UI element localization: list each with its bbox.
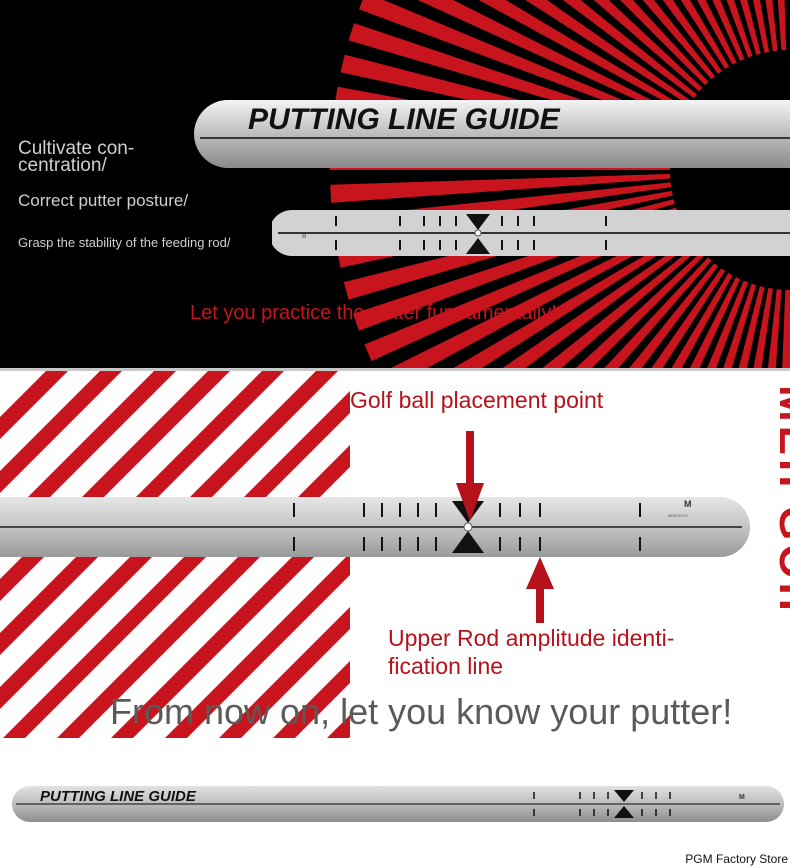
down-arrow-icon (456, 431, 484, 521)
brand-logo-vertical: MEIFGOIF (770, 385, 790, 630)
annotation-rod-line-1: Upper Rod amplitude identi- (388, 625, 675, 651)
promo-panel-top: PUTTING LINE GUIDE M Cultivate con- cent… (0, 0, 790, 368)
annotation-rod-line-2: fication line (388, 653, 504, 679)
guide-bar-small: M (272, 210, 790, 256)
guide-bar-annotated: M MEIFGOLF (0, 497, 750, 557)
svg-text:M: M (302, 234, 306, 240)
product-guide-title: PUTTING LINE GUIDE (40, 788, 197, 805)
guide-bar-product: PUTTING LINE GUIDE M (12, 786, 784, 822)
svg-text:MEIFGOIF: MEIFGOIF (770, 385, 790, 630)
bullet-concentration-2: centration/ (18, 155, 107, 176)
svg-text:M: M (739, 794, 745, 801)
bullet-posture: Correct putter posture/ (18, 191, 189, 210)
product-panel-bottom: PUTTING LINE GUIDE M PGM Factory Store (0, 738, 790, 868)
bullet-concentration-1: Cultivate con- (18, 138, 135, 159)
store-name: PGM Factory Store (685, 852, 788, 866)
guide-title: PUTTING LINE GUIDE (248, 103, 561, 136)
svg-text:M: M (684, 499, 692, 509)
slogan: From now on, let you know your putter! (110, 691, 733, 732)
up-arrow-icon (526, 557, 554, 623)
annotation-ball-placement: Golf ball placement point (350, 387, 604, 413)
promo-panel-middle: MEIFGOIF M MEIFGOLF Golf ball placement … (0, 368, 790, 738)
tagline: Let you practice the putter fundamentall… (190, 302, 557, 324)
guide-bar-large: PUTTING LINE GUIDE (194, 100, 790, 168)
svg-text:MEIFGOLF: MEIFGOLF (668, 513, 689, 518)
bullet-stability: Grasp the stability of the feeding rod/ (18, 235, 231, 250)
